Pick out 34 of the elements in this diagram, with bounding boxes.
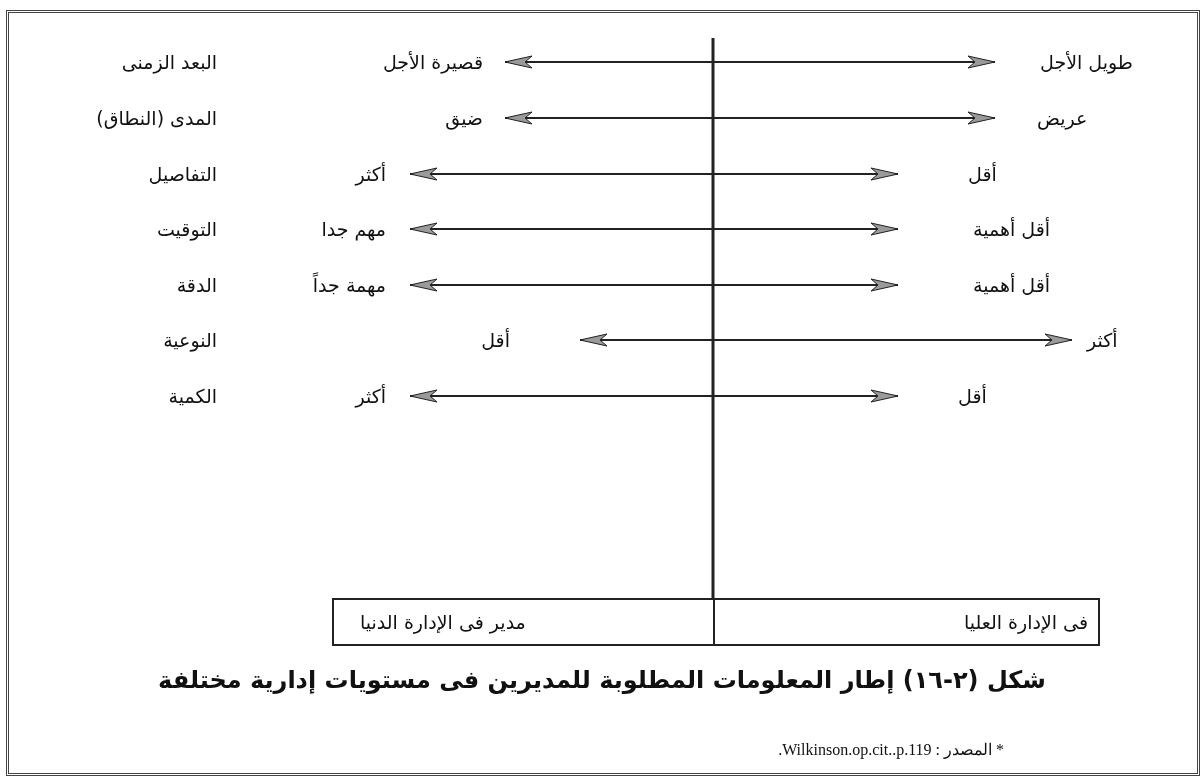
value-text: أقل أهمية (898, 216, 1050, 242)
value-text: ضيق (445, 105, 505, 131)
double-arrow (504, 111, 996, 125)
double-arrow (409, 222, 899, 236)
value-text: أكثر (355, 161, 410, 187)
figure-caption: شكل (٢-١٦) إطار المعلومات المطلوبة للمديرين فى مستويات إدارية مختلفة (157, 666, 1047, 694)
dimension-label: التفاصيل (148, 162, 217, 187)
double-arrow (409, 278, 899, 292)
value-text: أقل (481, 327, 580, 353)
value-text: مهمة جداً (312, 272, 410, 298)
dimension-label: النوعية (163, 328, 217, 353)
cell-text: فى الإدارة العليا (963, 611, 1088, 633)
dimension-label: الكمية (168, 384, 217, 409)
value-text: مهم جدا (321, 216, 410, 242)
value-text: أكثر (1072, 327, 1118, 353)
source-note: * المصدر : Wilkinson.op.cit..p.119. (778, 740, 1004, 759)
double-arrow (504, 55, 996, 69)
value-text: عريض (995, 105, 1088, 131)
dimension-label: التوقيت (156, 217, 217, 242)
table-cell (332, 598, 715, 646)
double-arrow (579, 333, 1073, 347)
dimension-label: الدقة (176, 273, 217, 298)
value-text: طويل الأجل (995, 49, 1133, 75)
value-text: أقل أهمية (898, 272, 1050, 298)
table-cell (713, 598, 1100, 646)
double-arrow (409, 389, 899, 403)
dimension-label: المدى (النطاق) (96, 106, 217, 131)
dimension-label: البعد الزمنى (121, 50, 217, 75)
value-text: أكثر (355, 383, 410, 409)
cell-text: مدير فى الإدارة الدنيا (360, 611, 526, 633)
value-text: قصيرة الأجل (382, 49, 505, 75)
value-text: أقل (898, 161, 997, 187)
value-text: أقل (898, 383, 987, 409)
double-arrow (409, 167, 899, 181)
